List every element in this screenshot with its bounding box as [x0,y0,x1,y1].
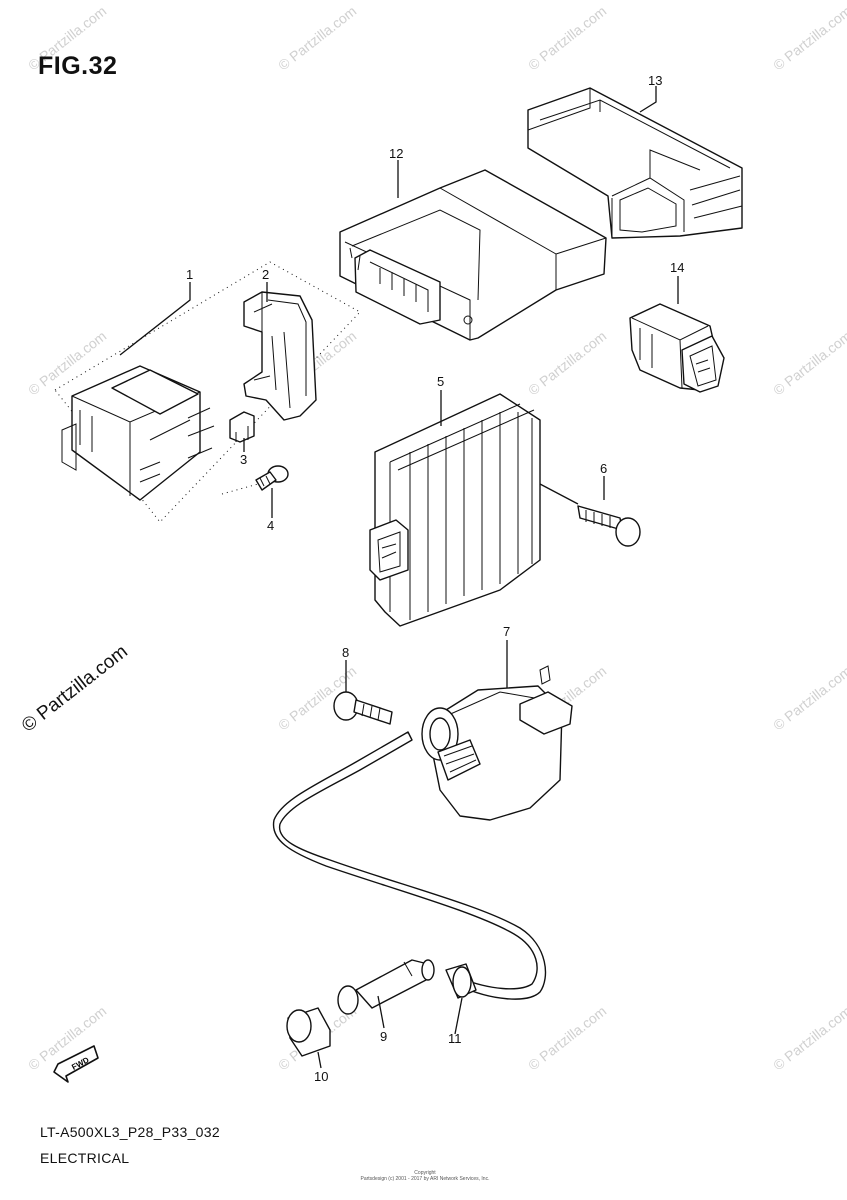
part-3-fuse[interactable] [229,411,255,443]
part-13-cover[interactable] [527,87,743,239]
part-4-bolt[interactable] [255,465,289,491]
leader-lines [119,86,679,1069]
callout-1[interactable]: 1 [186,267,193,282]
callout-14[interactable]: 14 [670,260,684,275]
callout-8[interactable]: 8 [342,645,349,660]
part-7-ignition-coil[interactable] [421,665,573,821]
figure-title: FIG.32 [38,52,118,80]
part-14-relay[interactable] [629,303,725,393]
part-10-boot[interactable] [286,1007,331,1057]
copyright-note: Copyright Partsdesign (c) 2001 - 2017 by… [280,1170,570,1182]
part-12-ecm[interactable] [339,169,607,341]
fwd-arrow-icon: FWD [53,1045,99,1083]
copyright-heading: Copyright [414,1170,436,1176]
callout-6[interactable]: 6 [600,461,607,476]
part-6-bolt[interactable] [577,505,641,547]
callout-3[interactable]: 3 [240,452,247,467]
model-code: LT-A500XL3_P28_P33_032 [40,1124,220,1140]
part-2-relay-cover[interactable] [243,291,317,421]
callout-5[interactable]: 5 [437,374,444,389]
callout-7[interactable]: 7 [503,624,510,639]
callout-4[interactable]: 4 [267,518,274,533]
callouts: 1 2 3 4 5 6 7 8 9 10 11 12 13 14 [186,73,684,1084]
callout-11[interactable]: 11 [448,1031,462,1046]
part-8-bolt[interactable] [333,691,393,725]
callout-10[interactable]: 10 [314,1069,328,1084]
callout-13[interactable]: 13 [648,73,662,88]
part-5-regulator[interactable] [369,393,541,627]
callout-9[interactable]: 9 [380,1029,387,1044]
part-1-starter-relay[interactable] [54,261,361,523]
callout-2[interactable]: 2 [262,267,269,282]
section-title: ELECTRICAL [40,1150,130,1166]
copyright-text: Partsdesign (c) 2001 - 2017 by ARI Netwo… [360,1176,490,1182]
part-9-plug-cap[interactable] [337,959,435,1015]
part-11-grommet[interactable] [445,963,477,999]
callout-12[interactable]: 12 [389,146,403,161]
